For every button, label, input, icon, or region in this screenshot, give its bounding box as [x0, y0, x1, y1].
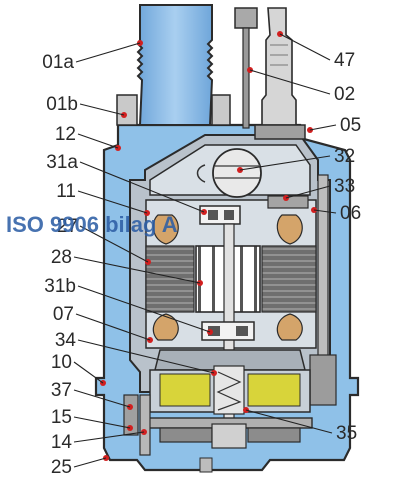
oil-chamber	[149, 365, 311, 415]
label-11: 11	[56, 181, 76, 202]
cable-entry	[254, 7, 306, 140]
stator	[145, 214, 317, 341]
label-31b: 31b	[44, 276, 76, 297]
upper-bearing	[199, 205, 241, 225]
label-14: 14	[51, 432, 73, 453]
label-27: 27	[57, 216, 78, 237]
label-06: 06	[340, 203, 361, 224]
label-01b: 01b	[46, 94, 78, 115]
capacitor	[196, 148, 262, 198]
label-05: 05	[340, 115, 361, 136]
label-10: 10	[51, 352, 72, 373]
label-07: 07	[53, 304, 74, 325]
label-31a: 31a	[46, 152, 78, 173]
label-37: 37	[51, 380, 72, 401]
lower-bearing	[201, 321, 255, 341]
label-12: 12	[55, 124, 76, 145]
label-47: 47	[334, 50, 355, 71]
float-switch	[309, 174, 337, 406]
label-28: 28	[51, 247, 72, 268]
label-25: 25	[51, 457, 72, 478]
label-35: 35	[336, 423, 357, 444]
leader-lines	[73, 33, 337, 468]
volute-bolts	[123, 394, 151, 456]
label-32: 32	[334, 146, 355, 167]
label-02: 02	[334, 84, 355, 105]
watermark-text: ISO 9906 bilag A	[6, 212, 178, 237]
lifting-handle	[234, 7, 258, 129]
impeller	[147, 417, 313, 473]
label-34: 34	[55, 330, 77, 351]
label-33: 33	[334, 176, 355, 197]
discharge-pipe	[116, 4, 231, 126]
label-01a: 01a	[42, 52, 74, 73]
label-15: 15	[51, 407, 72, 428]
